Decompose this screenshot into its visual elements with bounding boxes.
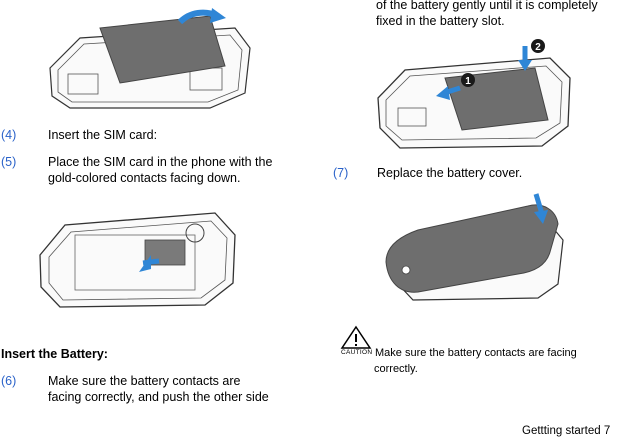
- section-heading-insert-battery: Insert the Battery:: [1, 347, 108, 361]
- caution-label: CAUTION: [341, 349, 373, 356]
- step-number-6: (6): [1, 374, 17, 388]
- badge-1: 1: [465, 76, 471, 87]
- step-7-text: Replace the battery cover.: [377, 166, 523, 180]
- step-4-text: Insert the SIM card:: [48, 128, 158, 142]
- step-6-text-line2: facing correctly, and push the other sid…: [48, 390, 269, 404]
- caution-icon: [340, 325, 372, 349]
- step-5-text-line1: Place the SIM card in the phone with the: [48, 155, 273, 169]
- illustration-phone-battery-removed: [49, 8, 251, 109]
- illustration-battery-cover-replace: [385, 193, 564, 301]
- illustration-battery-insert: 1 2: [377, 39, 571, 149]
- illustration-phone-sim-insert: [39, 212, 236, 308]
- step-number-4: (4): [1, 128, 17, 142]
- page-footer: Gettting started 7: [522, 425, 611, 437]
- step-6-continued-line2: fixed in the battery slot.: [376, 14, 505, 28]
- step-number-5: (5): [1, 155, 17, 169]
- step-5-text-line2: gold-colored contacts facing down.: [48, 171, 241, 185]
- step-number-7: (7): [333, 166, 349, 180]
- caution-text-line1: Make sure the battery contacts are facin…: [375, 347, 577, 359]
- step-6-text-line1: Make sure the battery contacts are: [48, 374, 241, 388]
- caution-text-line2: correctly.: [374, 363, 418, 375]
- step-6-continued-line1: of the battery gently until it is comple…: [376, 0, 598, 12]
- badge-2: 2: [535, 42, 541, 53]
